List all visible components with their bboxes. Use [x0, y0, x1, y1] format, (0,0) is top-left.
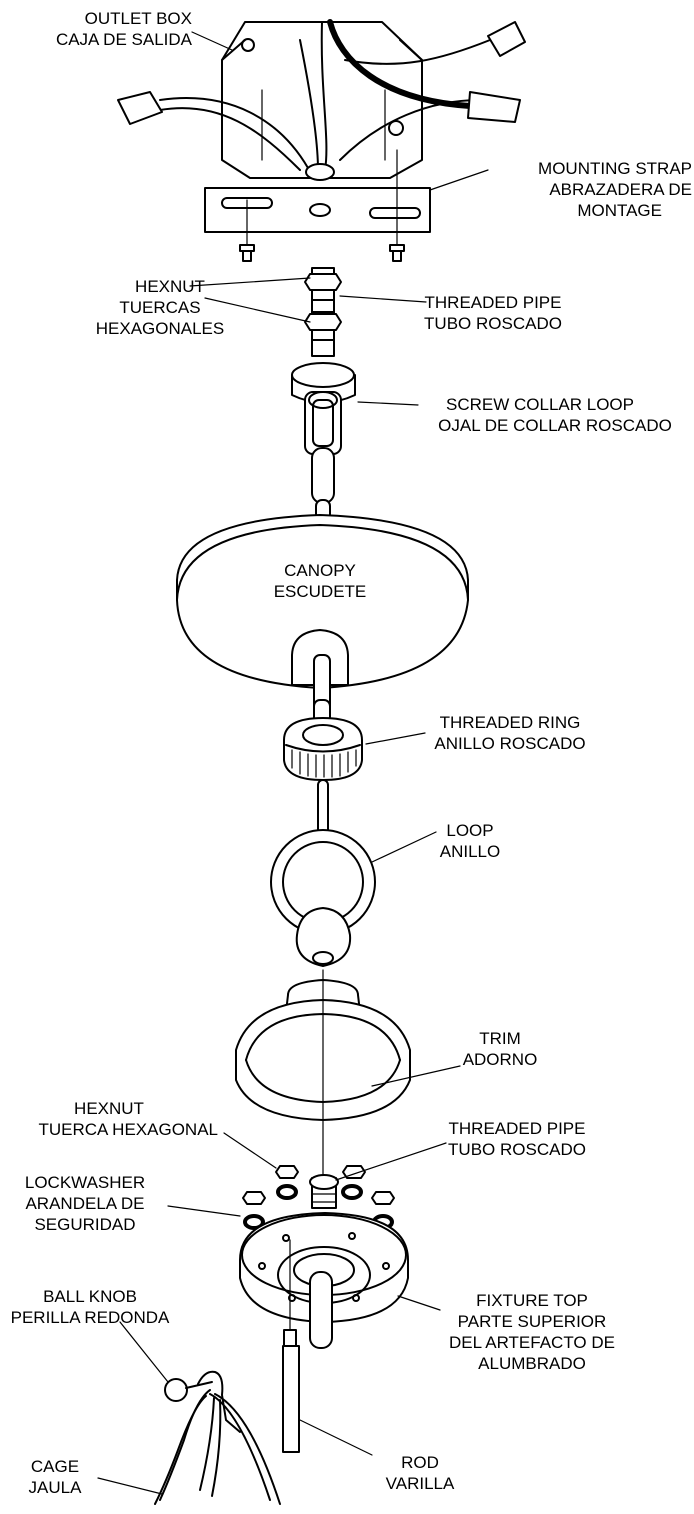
label-screw-collar-loop: SCREW COLLAR LOOP OJAL DE COLLAR ROSCADO	[438, 395, 672, 435]
label-loop: LOOP ANILLO	[439, 821, 501, 861]
label-outlet-box: OUTLET BOX CAJA DE SALIDA	[55, 9, 192, 49]
label-hexnut-top: HEXNUT TUERCAS HEXAGONALES	[95, 277, 225, 338]
label-threaded-ring: THREADED RING ANILLO ROSCADO	[434, 713, 586, 753]
cage-part	[154, 1370, 281, 1505]
threaded-ring-part	[283, 699, 363, 837]
mounting-strap-part	[204, 149, 431, 262]
label-lockwasher: LOCKWASHER ARANDELA DE SEGURIDAD	[24, 1173, 146, 1234]
canopy-part	[176, 514, 469, 716]
loop-part	[270, 829, 376, 967]
threaded-pipe-top-part	[304, 267, 342, 357]
label-fixture-top: FIXTURE TOP PARTE SUPERIOR DEL ARTEFACTO…	[449, 1291, 615, 1373]
rod-part	[282, 1239, 300, 1453]
label-threaded-pipe-top: THREADED PIPE TUBO ROSCADO	[424, 293, 562, 333]
label-mounting-strap: MOUNTING STRAP ABRAZADERA DE MONTAGE	[538, 159, 692, 220]
trim-part	[235, 969, 411, 1176]
label-trim: TRIM ADORNO	[462, 1029, 538, 1069]
fixture-top-part	[239, 1212, 409, 1349]
label-hexnut-bottom: HEXNUT TUERCA HEXAGONAL	[38, 1099, 219, 1139]
outlet-box-part	[117, 19, 526, 181]
label-canopy: CANOPY ESCUDETE	[273, 561, 367, 601]
label-rod: ROD VARILLA	[385, 1453, 455, 1493]
label-cage: CAGE JAULA	[28, 1457, 82, 1497]
leader-lines	[97, 31, 489, 1495]
label-ball-knob: BALL KNOB PERILLA REDONDA	[10, 1287, 170, 1327]
screw-collar-loop-part	[291, 362, 356, 523]
label-threaded-pipe-bottom: THREADED PIPE TUBO ROSCADO	[448, 1119, 586, 1159]
